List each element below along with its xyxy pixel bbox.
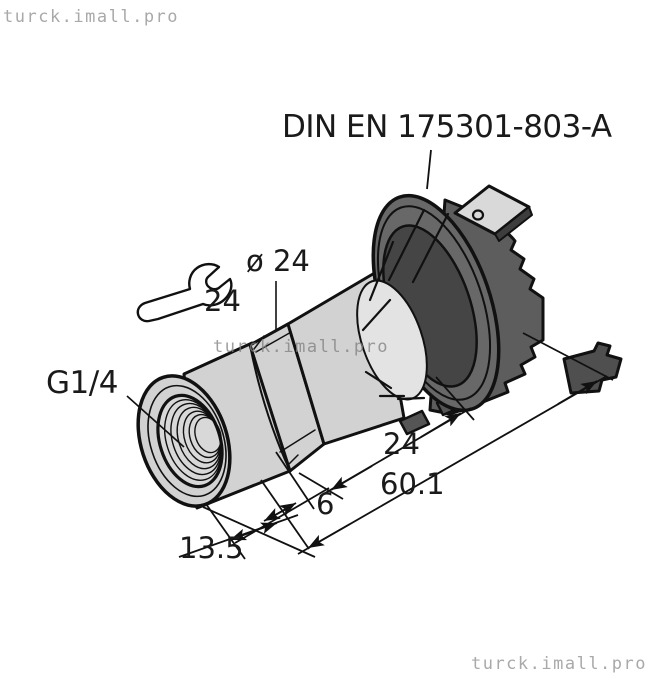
device-shapes bbox=[136, 184, 623, 510]
dimension-lines bbox=[178, 332, 614, 560]
connector-ribs bbox=[361, 208, 450, 401]
watermark-bottom-right: turck.imall.pro bbox=[470, 654, 647, 674]
thread-face bbox=[136, 374, 232, 508]
connector-standard-label: DIN EN 175301-803-A bbox=[282, 109, 612, 145]
watermark-center: turck.imall.pro bbox=[213, 337, 390, 357]
watermark-top-left: turck.imall.pro bbox=[3, 7, 180, 27]
dimension-connector-length: 24 bbox=[383, 427, 420, 461]
terminal-hole bbox=[471, 209, 485, 221]
side-terminal bbox=[562, 341, 623, 395]
thread-spirals bbox=[164, 398, 222, 482]
dimension-hex-length: 6 bbox=[316, 487, 335, 521]
body-diameter-label: ø 24 bbox=[246, 244, 310, 278]
thread-label: G1/4 bbox=[46, 365, 118, 401]
dimension-total-length: 60.1 bbox=[380, 467, 445, 501]
wrench-size-label: 24 bbox=[204, 284, 241, 318]
leader-lines bbox=[126, 149, 432, 448]
wrench-icon bbox=[136, 262, 233, 323]
dimension-thread-length: 13.5 bbox=[179, 531, 244, 565]
spade-terminal bbox=[453, 184, 533, 242]
